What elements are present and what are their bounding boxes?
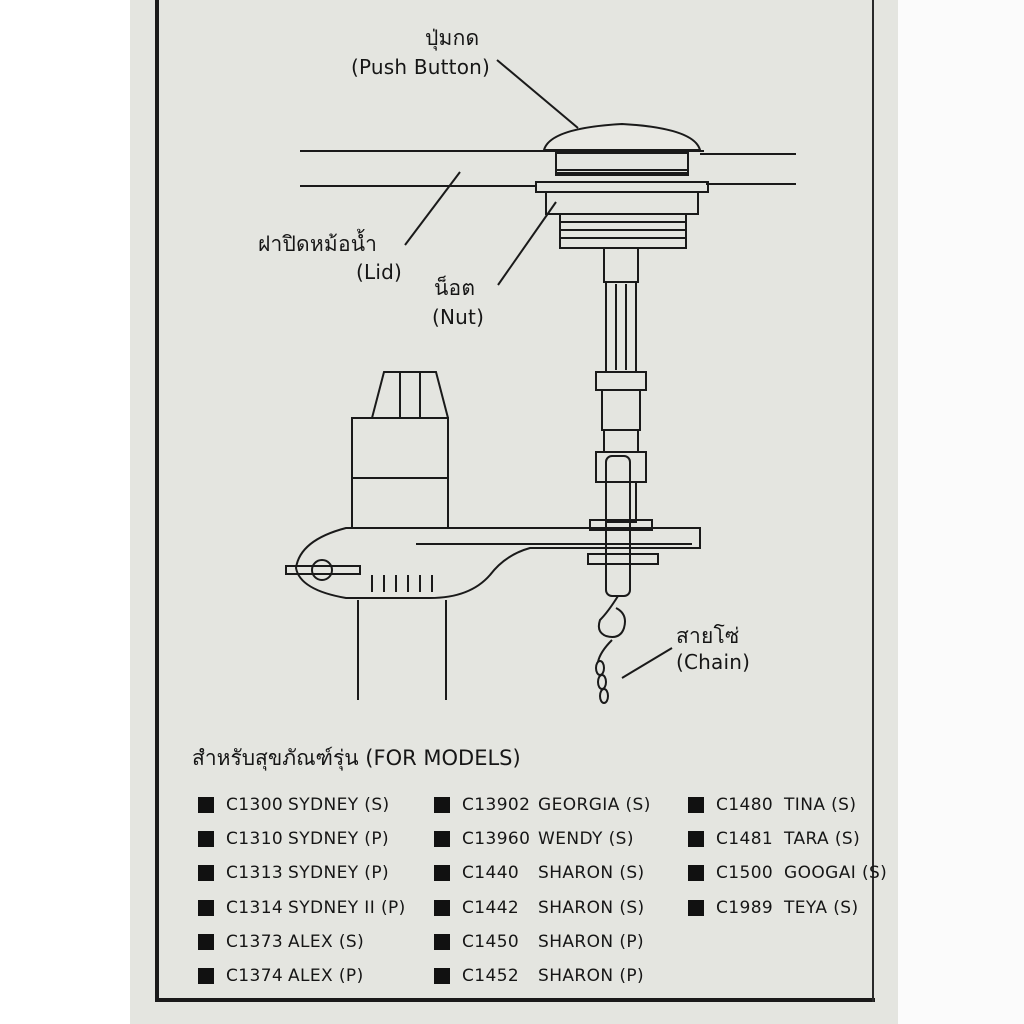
bullet-square-icon	[198, 831, 214, 848]
model-code: C1450	[462, 931, 520, 952]
bullet-square-icon	[688, 865, 704, 882]
bullet-square-icon	[198, 797, 214, 814]
leader-lid	[404, 171, 461, 246]
model-name: SYDNEY (S)	[288, 795, 390, 816]
instruction-card	[130, 0, 898, 1024]
model-code: C1500	[716, 863, 774, 884]
frame-border-bottom	[155, 998, 875, 1002]
model-name: TARA (S)	[784, 829, 861, 850]
chain-label-th: สายโซ่	[676, 624, 740, 648]
model-name: SYDNEY (P)	[288, 829, 390, 850]
model-name: WENDY (S)	[538, 829, 634, 850]
leader-nut	[497, 201, 557, 286]
model-name: SHARON (S)	[538, 897, 645, 918]
push-button-shape	[540, 122, 704, 176]
bullet-square-icon	[688, 831, 704, 848]
chain-shape	[595, 595, 626, 704]
push-button-label-th: ปุ่มกด	[425, 26, 480, 50]
push-button-label-en: (Push Button)	[351, 55, 491, 79]
bullet-square-icon	[198, 865, 214, 882]
model-name: SYDNEY II (P)	[288, 897, 406, 918]
model-code: C1440	[462, 863, 520, 884]
model-code: C1314	[226, 897, 284, 918]
model-code: C1313	[226, 863, 284, 884]
model-name: ALEX (S)	[288, 931, 365, 952]
bullet-square-icon	[198, 899, 214, 916]
bullet-square-icon	[688, 797, 704, 814]
lid-label-en: (Lid)	[356, 260, 402, 284]
model-name: SHARON (S)	[538, 863, 645, 884]
model-item: C1989 TEYA (S)	[688, 891, 887, 925]
lid-label-th: ฝาปิดหม้อน้ำ	[258, 232, 378, 256]
model-code: C1480	[716, 795, 774, 816]
model-code: C1300	[226, 795, 284, 816]
bullet-square-icon	[434, 865, 450, 882]
model-code: C13902	[462, 795, 531, 816]
model-item: C1442 SHARON (S)	[434, 891, 651, 925]
model-name: TEYA (S)	[784, 897, 859, 918]
bullet-square-icon	[198, 933, 214, 950]
model-code: C1452	[462, 966, 520, 987]
model-name: GOOGAI (S)	[784, 863, 888, 884]
bullet-square-icon	[434, 831, 450, 848]
models-column-3: C1480 TINA (S) C1481 TARA (S) C1500 GOOGAI …	[688, 788, 887, 925]
model-item: C1481 TARA (S)	[688, 822, 887, 856]
nut-label-th: น็อต	[434, 276, 476, 300]
model-code: C1374	[226, 966, 284, 987]
models-heading: สำหรับสุขภัณฑ์รุ่น (FOR MODELS)	[192, 746, 521, 770]
model-code: C1310	[226, 829, 284, 850]
model-item: C1500 GOOGAI (S)	[688, 856, 887, 890]
model-code: C1481	[716, 829, 774, 850]
bullet-square-icon	[434, 899, 450, 916]
model-code: C1442	[462, 897, 520, 918]
model-code: C1373	[226, 931, 284, 952]
model-name: ALEX (P)	[288, 966, 364, 987]
frame-border-left	[155, 0, 159, 1000]
leader-chain	[621, 647, 673, 679]
model-name: SHARON (P)	[538, 966, 645, 987]
nut-label-en: (Nut)	[432, 305, 485, 329]
bullet-square-icon	[198, 968, 214, 985]
stem-shape	[589, 247, 653, 531]
model-item: C1440 SHARON (S)	[434, 856, 651, 890]
bullet-square-icon	[434, 933, 450, 950]
model-item: C1452 SHARON (P)	[434, 959, 651, 993]
model-name: GEORGIA (S)	[538, 795, 651, 816]
model-name: SHARON (P)	[538, 931, 645, 952]
model-code: C13960	[462, 829, 531, 850]
model-item: C1450 SHARON (P)	[434, 925, 651, 959]
model-item: C1480 TINA (S)	[688, 788, 887, 822]
nut-shape	[535, 181, 709, 249]
background-right	[898, 0, 1024, 1024]
bullet-square-icon	[434, 968, 450, 985]
frame-border-right	[872, 0, 874, 1002]
model-item: C13960 WENDY (S)	[434, 822, 651, 856]
model-item: C13902 GEORGIA (S)	[434, 788, 651, 822]
leader-push-button	[496, 59, 579, 129]
overflow-tube-shape	[351, 371, 449, 700]
model-code: C1989	[716, 897, 774, 918]
model-name: TINA (S)	[784, 795, 857, 816]
model-name: SYDNEY (P)	[288, 863, 390, 884]
chain-label-en: (Chain)	[676, 650, 751, 674]
background-left	[0, 0, 130, 1024]
bullet-square-icon	[434, 797, 450, 814]
bullet-square-icon	[688, 899, 704, 916]
lever-arm-shape	[285, 455, 701, 599]
